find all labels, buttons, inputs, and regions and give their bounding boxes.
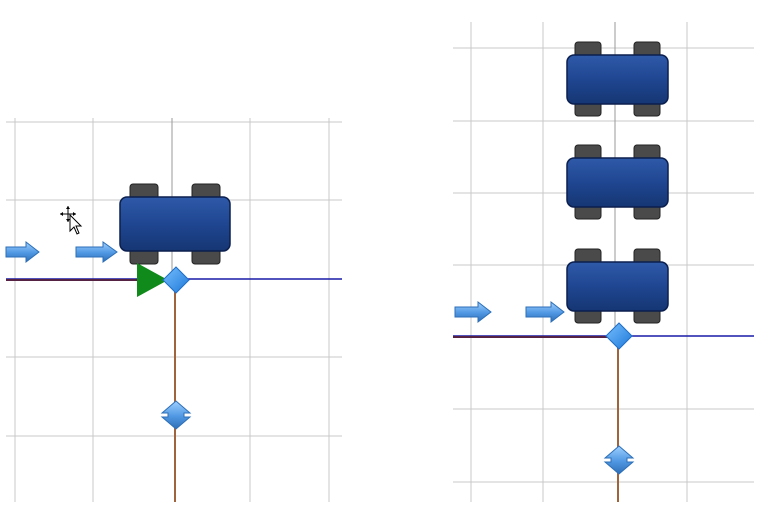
- left-panel: [5, 118, 342, 502]
- move-cursor-icon: [60, 206, 83, 235]
- flow-arrow-icon[interactable]: [5, 240, 40, 264]
- vehicle-icon[interactable]: [566, 41, 669, 117]
- vertical-resize-icon[interactable]: [603, 445, 635, 475]
- vehicle-body: [566, 157, 669, 208]
- flow-arrow-icon[interactable]: [454, 300, 492, 324]
- vehicle-body: [566, 261, 669, 312]
- flow-arrow-icon[interactable]: [525, 300, 565, 324]
- start-triangle-icon[interactable]: [137, 263, 168, 297]
- junction-diamond-icon[interactable]: [162, 266, 190, 294]
- flow-arrow-icon[interactable]: [75, 241, 118, 263]
- vehicle-icon[interactable]: [566, 248, 669, 324]
- vehicle-icon[interactable]: [119, 183, 231, 265]
- right-panel: [453, 22, 754, 502]
- vehicle-body: [566, 54, 669, 105]
- junction-diamond-icon[interactable]: [605, 322, 633, 350]
- vertical-resize-icon[interactable]: [160, 400, 192, 430]
- vehicle-icon[interactable]: [566, 144, 669, 220]
- vehicle-body: [119, 196, 231, 252]
